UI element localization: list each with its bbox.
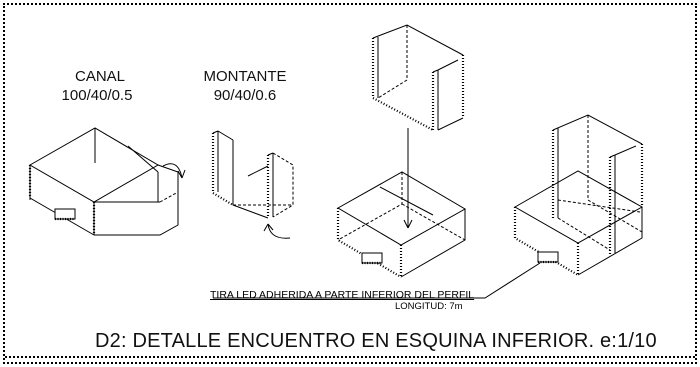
led-strip-note: TIRA LED ADHERIDA A PARTE INFERIOR DEL P… bbox=[210, 289, 475, 301]
montante-dimensions: 90/40/0.6 bbox=[213, 87, 277, 104]
drawing-title: D2: DETALLE ENCUENTRO EN ESQUINA INFERIO… bbox=[95, 330, 657, 352]
canal-label: CANAL bbox=[74, 68, 126, 85]
title-separator bbox=[5, 356, 695, 358]
assembly-exploded bbox=[336, 24, 467, 278]
annotation-leader bbox=[213, 262, 541, 299]
assembly-final bbox=[513, 114, 644, 276]
montante-profile bbox=[211, 130, 294, 239]
canal-profile bbox=[28, 127, 186, 236]
led-length-note: LONGITUD: 7m bbox=[395, 301, 463, 312]
montante-label: MONTANTE bbox=[203, 68, 287, 85]
drawing-frame bbox=[3, 3, 697, 364]
canal-dimensions: 100/40/0.5 bbox=[61, 87, 133, 104]
